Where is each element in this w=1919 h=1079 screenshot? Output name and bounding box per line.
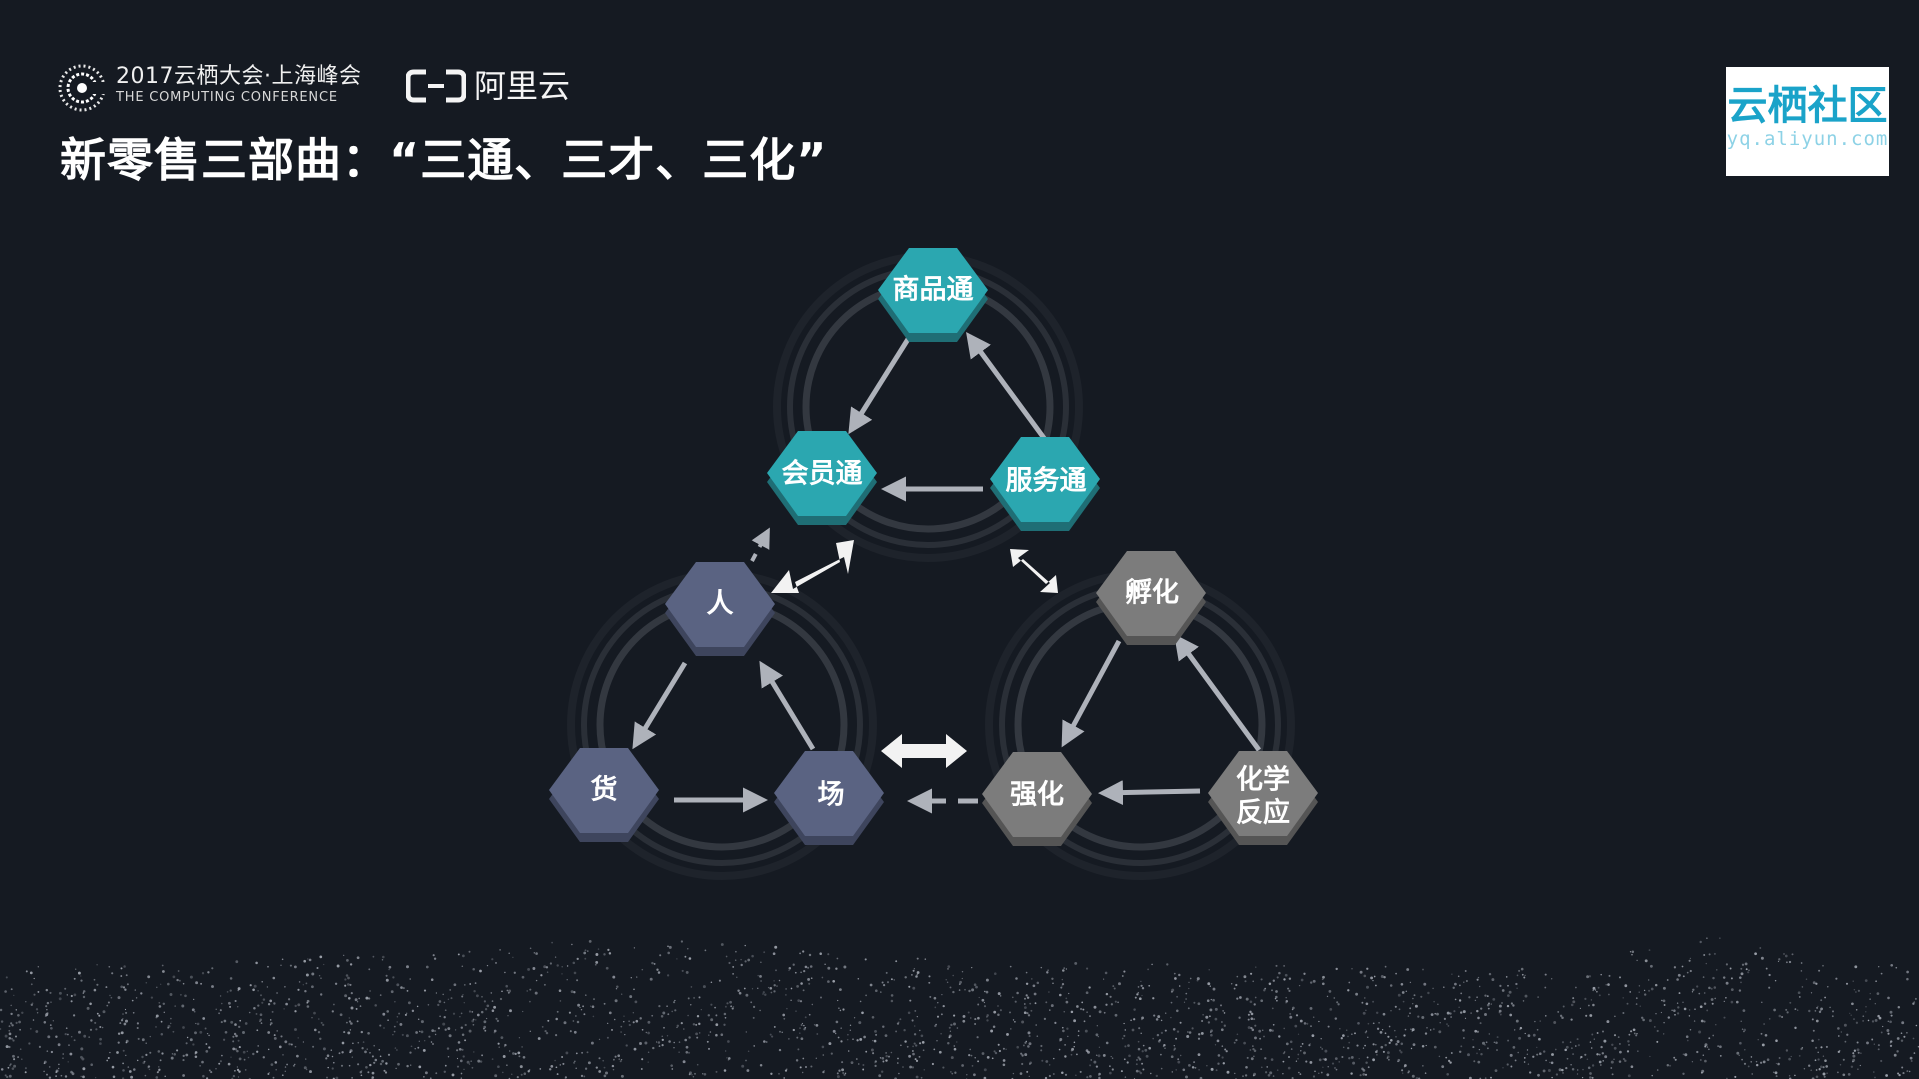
between-group-connectors xyxy=(750,527,1058,814)
conference-logo-icon xyxy=(58,64,106,112)
yq-url: yq.aliyun.com xyxy=(1726,128,1889,150)
hex-node-service: 服务通 xyxy=(990,437,1100,531)
page-title: 新零售三部曲：“三通、三才、三化” xyxy=(60,133,828,187)
arrow-venue-to-people xyxy=(759,660,816,751)
node-goods-label: 货 xyxy=(591,774,618,806)
node-product-label: 商品通 xyxy=(893,275,974,306)
arrow-reaction-to-incubate xyxy=(1174,633,1262,752)
arrow-people-to-goods xyxy=(632,661,688,750)
node-strengthen-label: 强化 xyxy=(1010,780,1064,811)
double-arrow-top-right xyxy=(1010,549,1058,593)
conference-brand: 2017云栖大会·上海峰会 THE COMPUTING CONFERENCE xyxy=(116,64,361,106)
arrow-incubate-to-strengthen xyxy=(1061,639,1122,748)
double-arrow-bottom xyxy=(881,734,967,768)
hex-node-member: 会员通 xyxy=(767,431,877,525)
conference-title: 2017云栖大会·上海峰会 xyxy=(116,64,362,89)
node-reaction-label-line2: 反应 xyxy=(1236,797,1290,829)
hex-node-strengthen: 强化 xyxy=(982,752,1092,846)
hex-node-product: 商品通 xyxy=(878,248,988,342)
aliyun-brand: 阿里云 xyxy=(406,68,570,104)
node-incubate-label: 孵化 xyxy=(1125,577,1179,609)
double-arrow-top-left xyxy=(771,540,854,593)
hex-node-goods: 货 xyxy=(549,748,659,842)
arrow-reaction-to-strengthen xyxy=(1098,780,1201,806)
left-group-arrows xyxy=(632,660,816,813)
arrow-product-to-member xyxy=(848,334,913,435)
aliyun-logo-icon xyxy=(406,69,466,103)
node-reaction-label-line1: 化学 xyxy=(1236,764,1290,796)
top-group-arrows xyxy=(848,331,1055,502)
hex-node-reaction: 化学 反应 xyxy=(1208,751,1318,845)
conference-subtitle: THE COMPUTING CONFERENCE xyxy=(116,90,338,105)
hexagon-nodes: 商品通 会员通 服务通 人 货 xyxy=(549,248,1318,846)
node-venue-label: 场 xyxy=(818,780,845,811)
right-group-arrows xyxy=(1061,633,1262,806)
hex-node-incubate: 孵化 xyxy=(1096,551,1206,645)
node-service-label: 服务通 xyxy=(1006,466,1087,497)
hex-node-venue: 场 xyxy=(774,751,884,845)
dashed-link-people-member xyxy=(750,527,770,562)
node-people-label: 人 xyxy=(707,589,734,620)
arrow-service-to-product xyxy=(966,331,1055,451)
hex-node-people: 人 xyxy=(665,562,775,656)
aliyun-label: 阿里云 xyxy=(474,67,571,105)
yq-title: 云栖社区 xyxy=(1727,83,1888,129)
yq-community-logo: 云栖社区 yq.aliyun.com xyxy=(1726,67,1889,176)
node-member-label: 会员通 xyxy=(782,459,863,490)
